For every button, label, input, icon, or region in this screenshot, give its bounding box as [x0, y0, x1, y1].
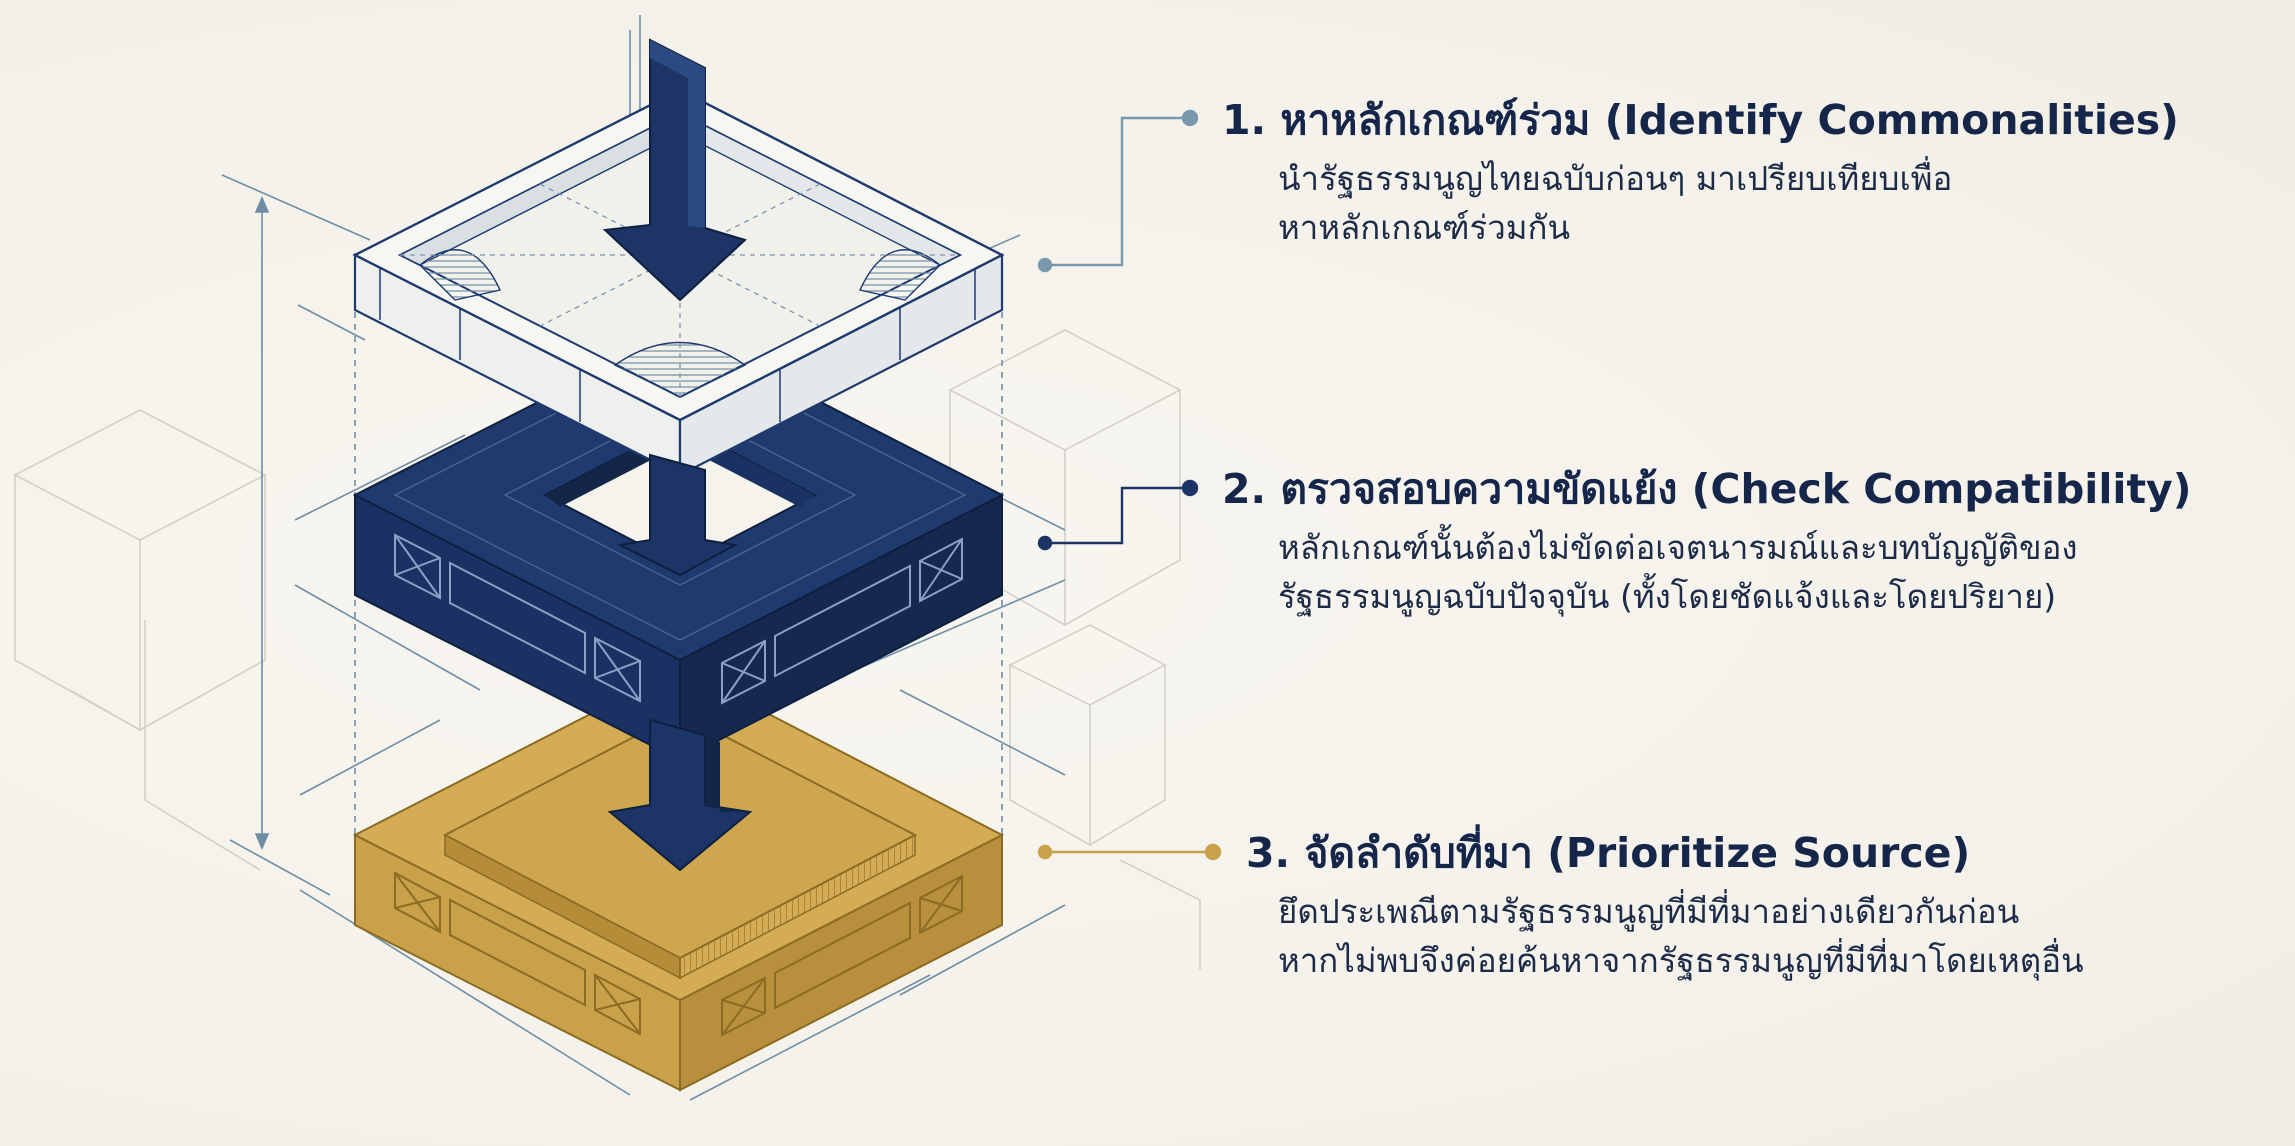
step-2-block: 2. ตรวจสอบความขัดแย้ง (Check Compatibili…: [1222, 463, 2192, 621]
step-2-description-line-2: รัฐธรรมนูญฉบับปัจจุบัน (ทั้งโดยชัดแจ้งแล…: [1278, 577, 2057, 616]
callout-connector-1: [1037, 109, 1199, 273]
step-1-title: 1. หาหลักเกณฑ์ร่วม (Identify Commonaliti…: [1222, 96, 2179, 144]
step-3-description: ยึดประเพณีตามรัฐธรรมนูญที่มีที่มาอย่างเด…: [1246, 887, 2084, 985]
step-3-block: 3. จัดลำดับที่มา (Prioritize Source) ยึด…: [1246, 827, 2084, 985]
step-2-title: 2. ตรวจสอบความขัดแย้ง (Check Compatibili…: [1222, 465, 2192, 513]
callout-connector-3: [1037, 843, 1222, 861]
callout-connector-2: [1037, 479, 1199, 551]
step-2-description-line-1: หลักเกณฑ์นั้นต้องไม่ขัดต่อเจตนารมณ์และบท…: [1278, 528, 2078, 567]
step-1-description: นำรัฐธรรมนูญไทยฉบับก่อนๆ มาเปรียบเทียบเพ…: [1222, 154, 2179, 252]
step-1-description-line-2: หาหลักเกณฑ์ร่วมกัน: [1278, 208, 1571, 247]
step-3-description-line-1: ยึดประเพณีตามรัฐธรรมนูญที่มีที่มาอย่างเด…: [1278, 892, 2020, 931]
step-3-description-line-2: หากไม่พบจึงค่อยค้นหาจากรัฐธรรมนูญที่มีที…: [1278, 941, 2084, 980]
step-1-block: 1. หาหลักเกณฑ์ร่วม (Identify Commonaliti…: [1222, 94, 2179, 252]
down-arrow-icon: [602, 38, 753, 872]
step-2-description: หลักเกณฑ์นั้นต้องไม่ขัดต่อเจตนารมณ์และบท…: [1222, 523, 2192, 621]
step-1-description-line-1: นำรัฐธรรมนูญไทยฉบับก่อนๆ มาเปรียบเทียบเพ…: [1278, 159, 1953, 198]
step-3-title: 3. จัดลำดับที่มา (Prioritize Source): [1246, 829, 1971, 877]
